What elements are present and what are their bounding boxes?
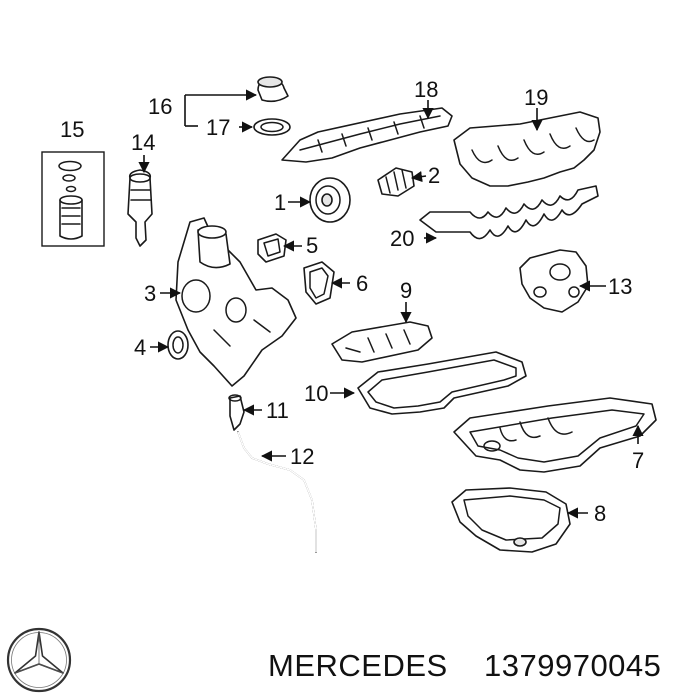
oil-pan-gasket [357,351,527,415]
timing-cover [175,217,297,387]
callout-12: 12 [290,444,314,469]
callout-8: 8 [594,501,606,526]
callout-13: 13 [608,274,632,299]
intake-manifold [453,111,601,187]
callout-1: 1 [274,190,286,215]
callout-10: 10 [304,381,328,406]
callout-15: 15 [60,117,84,142]
footer-part-number: 1379970045 [484,648,661,683]
callout-6: 6 [356,271,368,296]
filler-cap-seal [253,118,291,136]
callout-19: 19 [524,85,548,110]
valve-cover-gasket [419,185,599,240]
callout-7: 7 [632,448,644,473]
callout-11: 11 [266,398,289,423]
callout-3: 3 [144,281,156,306]
callout-labels: 15 16 17 14 18 19 1 2 20 5 6 13 3 9 4 10… [60,77,644,526]
callout-20: 20 [390,226,414,251]
leader-lines [138,89,644,519]
seal-gasket [303,261,335,305]
crankshaft-pulley [309,177,351,223]
oil-filler-cap [257,76,289,103]
oil-filter-housing [127,169,153,247]
callout-14: 14 [131,130,155,155]
mercedes-star-icon [6,627,72,693]
cover-gasket [257,233,287,263]
callout-5: 5 [306,233,318,258]
callout-16: 16 [148,94,172,119]
engine-mount-bracket [519,249,589,313]
callout-18: 18 [414,77,438,102]
oil-filter-kit [41,151,105,247]
oil-level-sensor [228,394,245,431]
callout-2: 2 [428,163,440,188]
callout-4: 4 [134,335,146,360]
cylinder-head-cover-left [281,107,453,163]
front-crank-seal [167,330,189,360]
breather-sleeve [377,167,415,197]
oil-baffle-plate [331,321,433,363]
callout-17: 17 [206,115,230,140]
upper-oil-pan [453,397,657,473]
callout-9: 9 [400,278,412,303]
dipstick-tube [237,431,317,553]
footer-brand: MERCEDES [268,648,448,683]
lower-oil-pan [451,487,571,553]
